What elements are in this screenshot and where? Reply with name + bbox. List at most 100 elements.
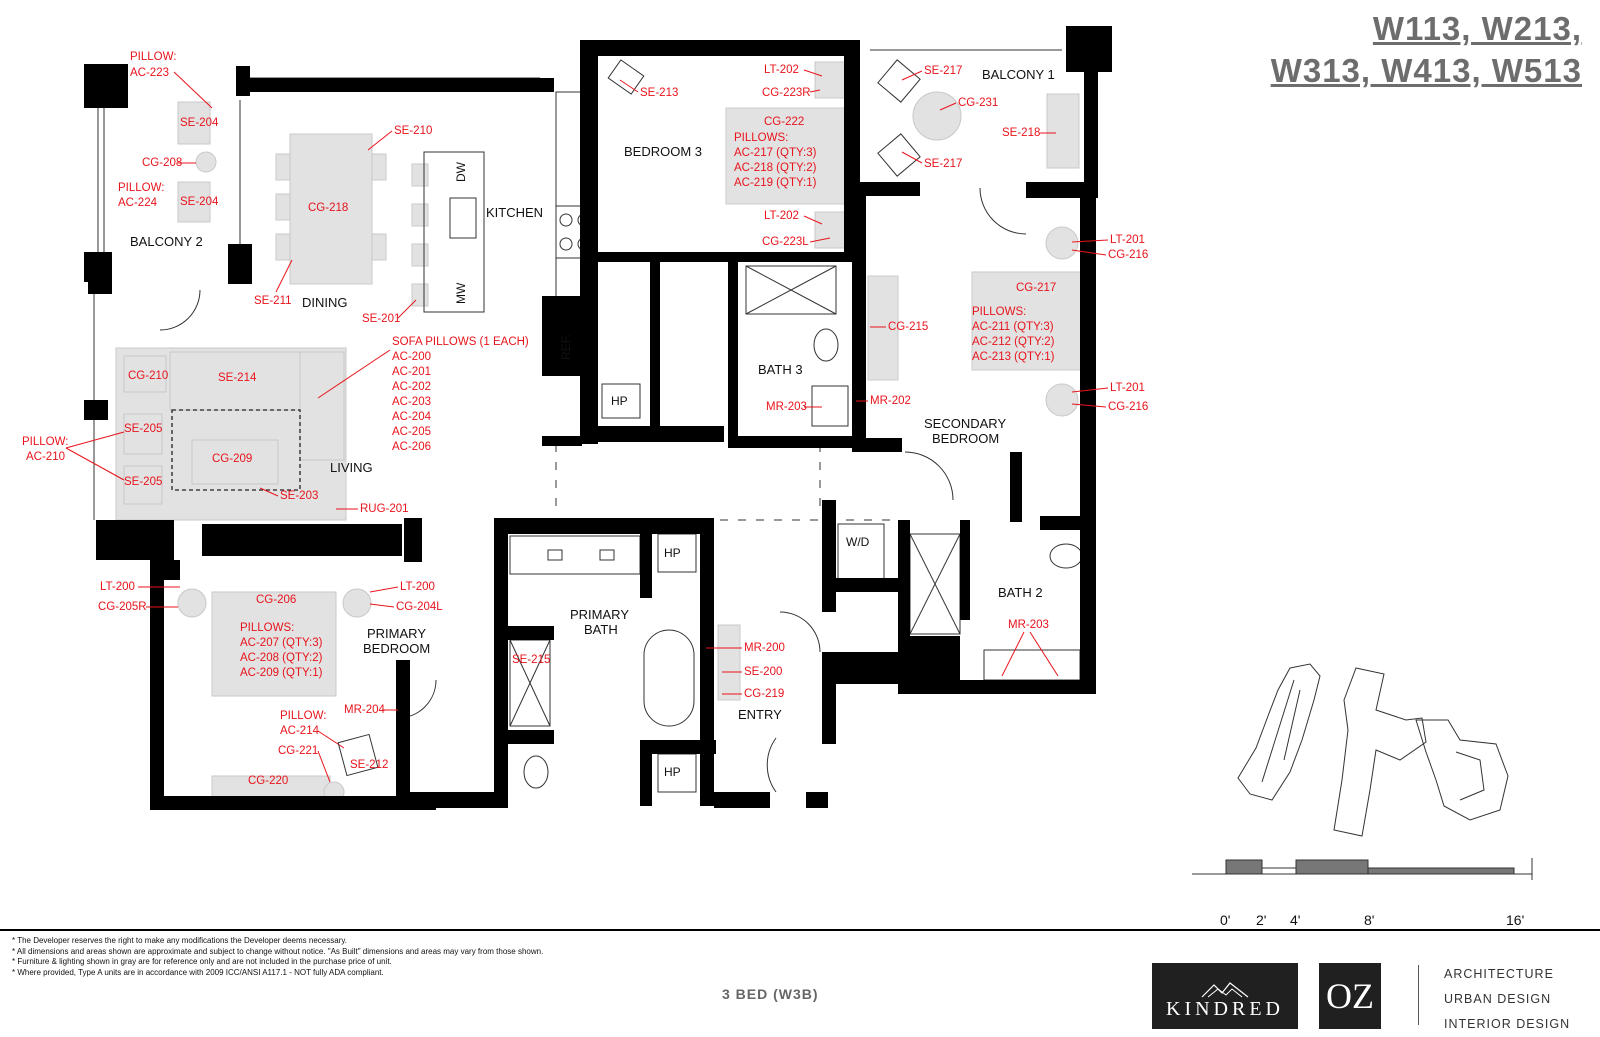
callout-text: AC-206 xyxy=(392,441,431,453)
side-table xyxy=(123,355,167,393)
unit-numbers-header: W113, W213, W313, W413, W513 xyxy=(1271,8,1582,92)
callout-text: AC-211 (QTY:3) xyxy=(972,321,1054,333)
bedroom3-bed xyxy=(725,107,857,205)
callout-text: SE-201 xyxy=(362,313,400,325)
door-swing xyxy=(159,289,201,331)
callout-text: SE-204 xyxy=(180,196,219,208)
callout-text: CG-223R xyxy=(762,87,811,99)
callout-text: LT-200 xyxy=(100,581,135,593)
callout-text: CG-216 xyxy=(1108,401,1148,413)
scale-bar xyxy=(1192,858,1533,880)
callout-text: MR-202 xyxy=(870,395,911,407)
room-label-secondary-bedroom-2: BEDROOM xyxy=(932,431,999,446)
scale-label-8: 8' xyxy=(1364,912,1375,928)
door-swing xyxy=(779,611,821,653)
callout-text: AC-210 xyxy=(26,451,65,463)
disclaimer-note: * The Developer reserves the right to ma… xyxy=(12,936,347,945)
primary-lamp-right xyxy=(342,588,372,618)
secondary-dresser xyxy=(867,275,899,381)
callout-text: PILLOWS: xyxy=(972,306,1026,318)
room-label-balcony1: BALCONY 1 xyxy=(982,67,1055,82)
room-label-bedroom3: BEDROOM 3 xyxy=(624,144,702,159)
disciplines-list: ARCHITECTURE URBAN DESIGN INTERIOR DESIG… xyxy=(1444,962,1570,1037)
callout-text: PILLOW: xyxy=(22,436,68,448)
room-label-primary-bath-1: PRIMARY xyxy=(570,607,629,622)
balcony2-chair-bottom xyxy=(177,181,211,223)
callout-text: AC-205 xyxy=(392,426,431,438)
door-swing xyxy=(766,737,777,793)
callout-text: PILLOW: xyxy=(280,710,326,722)
kitchen-sink xyxy=(449,197,477,239)
callout-text: AC-202 xyxy=(392,381,431,393)
callout-text: LT-202 xyxy=(764,210,799,222)
bath3-shower xyxy=(745,265,837,315)
bath2-vanity xyxy=(983,649,1081,681)
discipline-item: URBAN DESIGN xyxy=(1444,992,1552,1006)
callout-text: AC-212 (QTY:2) xyxy=(972,336,1055,348)
bar-stool xyxy=(411,203,429,227)
discipline-item: INTERIOR DESIGN xyxy=(1444,1017,1571,1031)
callout-text: SE-217 xyxy=(924,158,962,170)
room-label-primary-bedroom-1: PRIMARY xyxy=(367,626,426,641)
room-label-secondary-bedroom-1: SECONDARY xyxy=(924,416,1006,431)
room-labels: BALCONY 1 BALCONY 2 BEDROOM 3 KITCHEN DI… xyxy=(130,67,1055,722)
secondary-lamp-bottom xyxy=(1045,383,1079,417)
bedroom3-nightstand-top xyxy=(814,61,848,99)
callout-text: CG-205R xyxy=(98,601,147,613)
dining-table xyxy=(289,133,373,285)
door-swing xyxy=(979,187,1027,235)
furniture-layer xyxy=(115,61,1089,807)
callout-text: PILLOW: xyxy=(118,182,164,194)
callout-text: SE-213 xyxy=(640,87,678,99)
callout-text: SE-211 xyxy=(254,295,292,307)
room-label-bath2: BATH 2 xyxy=(998,585,1043,600)
callout-text: MR-200 xyxy=(744,642,785,654)
callout-text: AC-208 (QTY:2) xyxy=(240,652,323,664)
callout-text: LT-201 xyxy=(1110,234,1145,246)
washer-dryer-label: W/D xyxy=(846,535,870,549)
callout-text: PILLOW: xyxy=(130,51,176,63)
refrigerator-label: REF. xyxy=(559,334,573,360)
callout-text: LT-202 xyxy=(764,64,799,76)
bathtub xyxy=(643,629,695,727)
primary-toilet xyxy=(523,755,549,789)
scale-label-2: 2' xyxy=(1256,912,1267,928)
balcony1-table xyxy=(912,91,962,141)
washer-dryer xyxy=(837,523,885,581)
callout-text: CG-220 xyxy=(248,775,288,787)
callout-text: LT-201 xyxy=(1110,382,1145,394)
key-plan xyxy=(1237,663,1509,837)
microwave-label: MW xyxy=(454,282,468,304)
disclaimer-notes: * The Developer reserves the right to ma… xyxy=(12,936,543,978)
scale-label-4: 4' xyxy=(1290,912,1301,928)
kindred-logo: KINDRED xyxy=(1152,963,1298,1029)
callout-text: CG-210 xyxy=(128,370,168,382)
callout-text: MR-203 xyxy=(766,401,807,413)
accent-chair-bottom xyxy=(123,465,163,505)
hp-unit xyxy=(601,383,641,419)
balcony2-side-table xyxy=(195,151,217,173)
callout-text: LT-200 xyxy=(400,581,435,593)
kitchen-island xyxy=(423,151,485,313)
sofa-chaise xyxy=(299,351,345,461)
callout-text: CG-219 xyxy=(744,688,784,700)
callout-text: SE-204 xyxy=(180,117,219,129)
callout-text: CG-222 xyxy=(764,116,804,128)
callout-text: AC-213 (QTY:1) xyxy=(972,351,1055,363)
scale-label-0: 0' xyxy=(1220,912,1231,928)
primary-bath-bench xyxy=(717,624,741,701)
accent-chair-top xyxy=(123,413,163,455)
callout-text: SE-203 xyxy=(280,490,318,502)
callout-text: AC-203 xyxy=(392,396,431,408)
unit-numbers-line-1: W113, W213, xyxy=(1372,10,1582,47)
callout-text: SOFA PILLOWS (1 EACH) xyxy=(392,336,529,348)
callout-labels: PILLOW: AC-223 SE-204 CG-208 PILLOW: AC-… xyxy=(22,51,1148,787)
room-label-kitchen: KITCHEN xyxy=(486,205,543,220)
logo-divider xyxy=(1418,965,1419,1025)
callout-text: CG-216 xyxy=(1108,249,1148,261)
callout-text: CG-223L xyxy=(762,236,809,248)
bar-stool xyxy=(411,283,429,307)
discipline-item: ARCHITECTURE xyxy=(1444,967,1554,981)
dining-chair xyxy=(371,233,387,261)
disclaimer-note: * Where provided, Type A units are in ac… xyxy=(12,967,384,977)
